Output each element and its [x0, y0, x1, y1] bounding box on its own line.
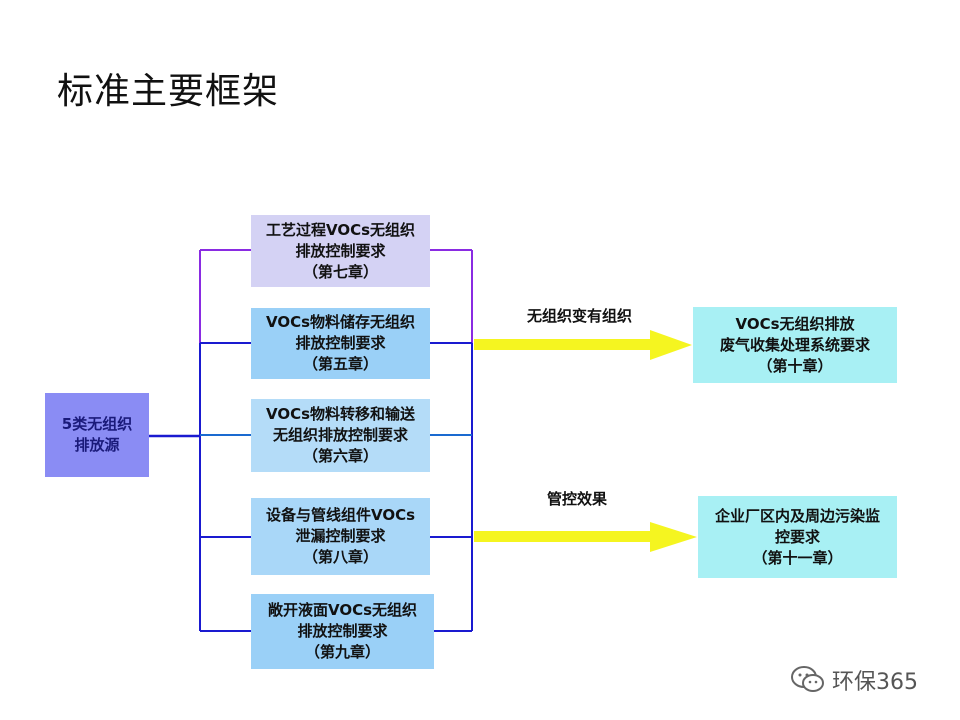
category-box-transfer: VOCs物料转移和输送 无组织排放控制要求 （第六章） [251, 399, 430, 472]
category-line: VOCs物料转移和输送 [265, 405, 416, 423]
wechat-icon [791, 666, 824, 692]
watermark: 环保365 [790, 664, 918, 696]
watermark-text: 环保365 [832, 670, 918, 695]
outcome-box-monitoring: 企业厂区内及周边污染监 控要求 （第十一章） [698, 496, 897, 578]
category-chapter: （第六章） [302, 447, 378, 465]
category-line: 无组织排放控制要求 [272, 426, 408, 444]
outcome-chapter: （第十章） [757, 356, 833, 375]
category-chapter: （第五章） [302, 355, 378, 373]
arrow-top [474, 330, 692, 360]
outcome-line: VOCs无组织排放 [735, 314, 855, 333]
category-line: 敞开液面VOCs无组织 [267, 601, 418, 619]
outcome-line: 废气收集处理系统要求 [719, 335, 870, 354]
category-box-open-liquid: 敞开液面VOCs无组织 排放控制要求 （第九章） [251, 594, 434, 669]
outcome-box-collection: VOCs无组织排放 废气收集处理系统要求 （第十章） [693, 307, 897, 383]
category-line: 排放控制要求 [295, 334, 386, 352]
category-line: 设备与管线组件VOCs [265, 506, 416, 524]
page-title: 标准主要框架 [57, 71, 280, 112]
source-line: 5类无组织 [61, 415, 133, 433]
arrow-label-bottom: 管控效果 [547, 490, 608, 508]
category-chapter: （第九章） [304, 643, 380, 661]
category-chapter: （第七章） [302, 262, 378, 281]
outcome-line: 企业厂区内及周边污染监 [714, 506, 880, 525]
category-line: 排放控制要求 [297, 622, 388, 640]
arrow-bottom [474, 522, 697, 552]
arrow-label-top: 无组织变有组织 [527, 307, 633, 325]
category-line: 排放控制要求 [295, 241, 386, 260]
category-box-process: 工艺过程VOCs无组织 排放控制要求 （第七章） [251, 215, 430, 287]
category-box-storage: VOCs物料储存无组织 排放控制要求 （第五章） [251, 308, 430, 379]
source-line: 排放源 [74, 436, 120, 454]
outcome-chapter: （第十一章） [752, 548, 843, 567]
category-chapter: （第八章） [302, 548, 378, 566]
category-line: 泄漏控制要求 [295, 527, 386, 545]
category-line: 工艺过程VOCs无组织 [265, 220, 416, 239]
source-box: 5类无组织 排放源 [45, 393, 149, 477]
outcome-line: 控要求 [774, 527, 820, 546]
category-box-equipment: 设备与管线组件VOCs 泄漏控制要求 （第八章） [251, 498, 430, 575]
category-line: VOCs物料储存无组织 [265, 313, 416, 331]
